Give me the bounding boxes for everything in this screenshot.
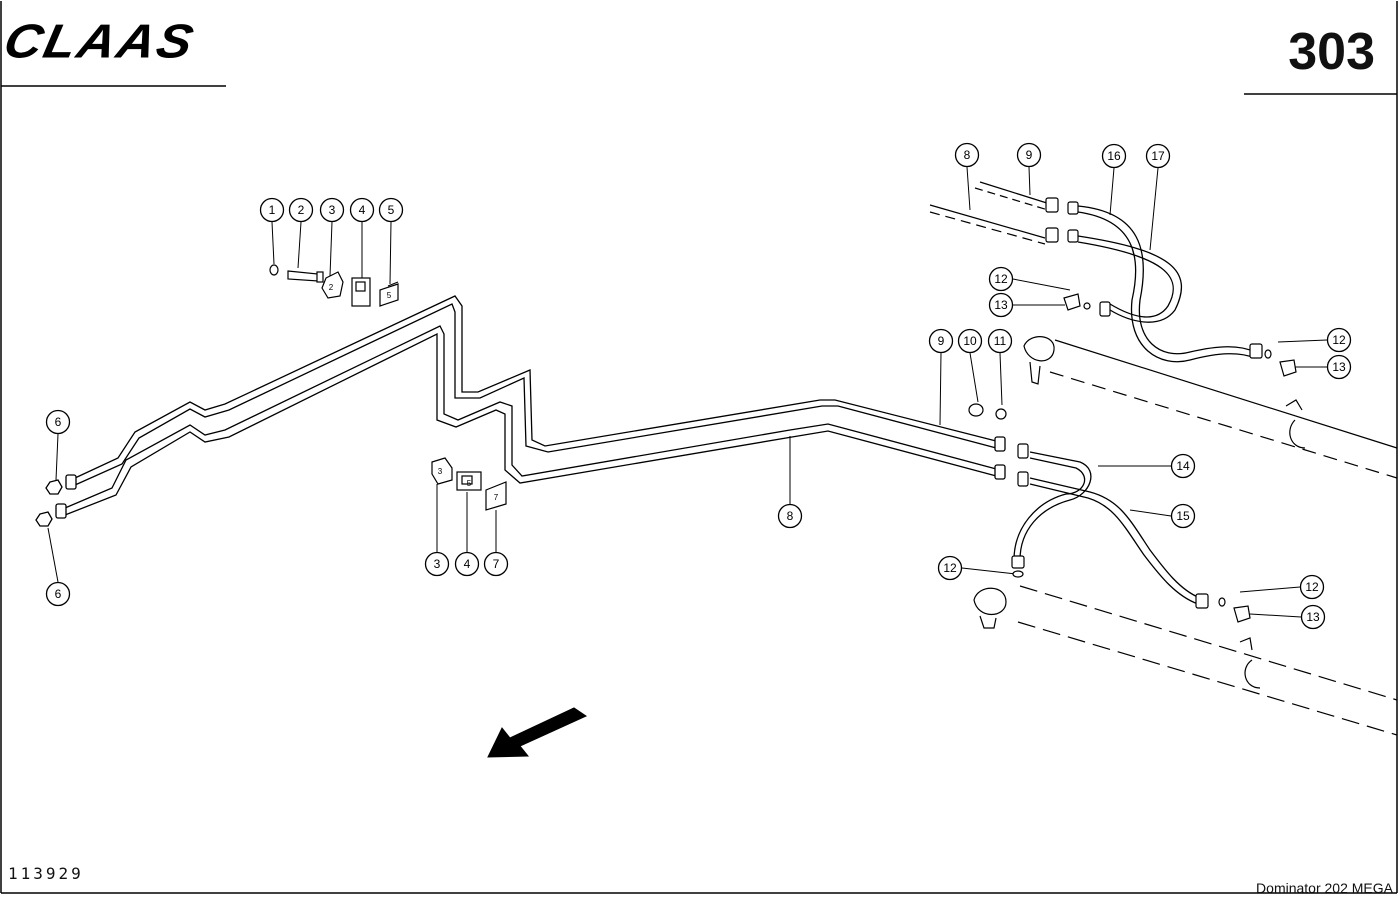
- callout-number: 12: [1332, 333, 1346, 347]
- model-name: Dominator 202 MEGA: [1256, 880, 1393, 896]
- callout-bubble: [454, 551, 480, 577]
- callout-number: 13: [1306, 610, 1320, 624]
- callout-number: 3: [434, 557, 441, 571]
- direction-arrow: [487, 707, 588, 758]
- page-number: 303: [1288, 23, 1375, 81]
- callout-number: 17: [1151, 149, 1165, 163]
- callout-number: 4: [464, 557, 471, 571]
- callout-bubble: [319, 197, 345, 223]
- callout-number: 12: [943, 561, 957, 575]
- callout-number: 15: [1176, 509, 1190, 523]
- part-label: 5: [387, 291, 392, 300]
- callout-bubble: [988, 292, 1014, 318]
- callout-number: 7: [493, 557, 500, 571]
- callout-bubble: [1326, 354, 1352, 380]
- callout-number: 8: [787, 509, 794, 523]
- callout-number: 3: [329, 203, 336, 217]
- callout-bubble: [954, 142, 980, 168]
- pipe-upper: [74, 295, 1001, 486]
- callout-numbers: 1 2 3 4 5 6 6 3 4 7 8 8 9 16 17 12 13 12…: [55, 148, 1346, 624]
- cylinder-lower: [973, 585, 1398, 736]
- callout-bubble: [937, 555, 963, 581]
- callout-bubble: [1170, 453, 1196, 479]
- callout-bubble: [988, 266, 1014, 292]
- callout-bubble: [259, 197, 285, 223]
- callout-bubble: [777, 503, 803, 529]
- fittings-lower: [1011, 443, 1251, 623]
- callout-bubble: [1170, 503, 1196, 529]
- callout-bubbles: [45, 142, 1352, 630]
- hose-16-17: [1077, 205, 1256, 363]
- fittings-upper-right: [1045, 197, 1111, 317]
- callout-number: 13: [1332, 360, 1346, 374]
- callout-bubble: [288, 197, 314, 223]
- callout-bubble: [1016, 142, 1042, 168]
- callout-number: 2: [298, 203, 305, 217]
- callout-number: 16: [1107, 149, 1121, 163]
- part-label: 7: [494, 493, 499, 502]
- callout-number: 13: [994, 298, 1008, 312]
- callout-bubble: [928, 328, 954, 354]
- callout-number: 9: [938, 334, 945, 348]
- callout-bubble: [1299, 574, 1325, 600]
- callout-number: 6: [55, 587, 62, 601]
- callout-bubble: [349, 197, 375, 223]
- callout-number: 1: [269, 203, 276, 217]
- callout-bubble: [987, 328, 1013, 354]
- callout-number: 5: [388, 203, 395, 217]
- hardware-group-bottom: [431, 457, 507, 511]
- callout-bubble: [1326, 327, 1352, 353]
- callout-number: 8: [964, 148, 971, 162]
- part-label: 2: [329, 283, 334, 292]
- cylinder-upper: [1023, 336, 1398, 479]
- callout-bubble: [1101, 143, 1127, 169]
- callout-bubble: [1300, 604, 1326, 630]
- nut-6: [35, 479, 63, 527]
- callout-bubble: [483, 551, 509, 577]
- drawing-id: 113929: [8, 864, 84, 883]
- pipe-lower: [64, 325, 1001, 516]
- fittings-hose-end: [968, 343, 1297, 420]
- callout-number: 6: [55, 415, 62, 429]
- pipes-upper-right: [929, 181, 1051, 245]
- callout-number: 12: [994, 272, 1008, 286]
- callout-number: 11: [994, 334, 1007, 348]
- leader-lines: [47, 166, 1328, 618]
- callout-bubble: [45, 409, 71, 435]
- callout-number: 9: [1026, 148, 1033, 162]
- part-labels: 2 5 3 5 7: [329, 283, 499, 502]
- callout-bubble: [957, 328, 983, 354]
- callout-bubble: [45, 581, 71, 607]
- hardware-group-top: [269, 264, 399, 307]
- callout-bubble: [424, 551, 450, 577]
- callout-number: 4: [359, 203, 366, 217]
- hose-14-15: [1013, 451, 1201, 605]
- callout-number: 14: [1176, 459, 1190, 473]
- part-label: 3: [438, 467, 443, 476]
- part-label: 5: [467, 479, 472, 488]
- callout-bubble: [1145, 143, 1171, 169]
- callout-bubble: [378, 197, 404, 223]
- callout-number: 10: [963, 334, 977, 348]
- pipe-fittings: [55, 436, 1006, 519]
- callout-number: 12: [1305, 580, 1319, 594]
